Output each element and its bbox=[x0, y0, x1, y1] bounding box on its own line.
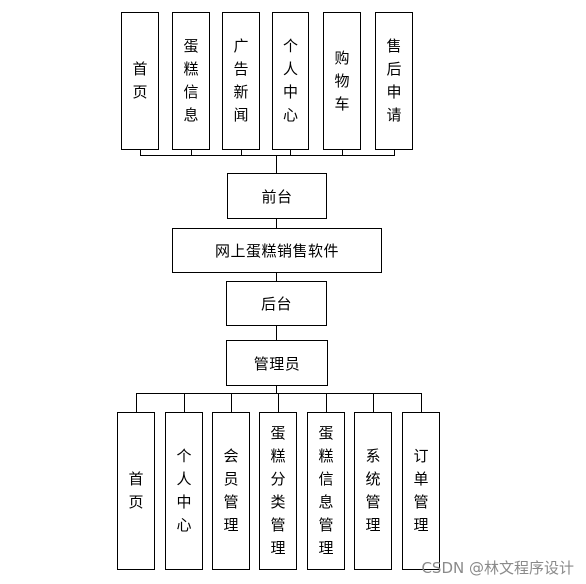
connector-line bbox=[394, 150, 395, 156]
front-module-label: 购物车 bbox=[334, 48, 350, 113]
connector-line bbox=[136, 393, 137, 413]
admin-label: 管理员 bbox=[253, 354, 301, 373]
admin-module-label: 蛋糕分类管理 bbox=[270, 424, 286, 557]
connector-line bbox=[276, 326, 277, 340]
front-end-label: 前台 bbox=[261, 187, 293, 206]
admin-module-label: 会员管理 bbox=[223, 447, 239, 534]
admin-module-member-management: 会员管理 bbox=[212, 412, 250, 570]
admin-module-system-management: 系统管理 bbox=[354, 412, 392, 570]
connector-line bbox=[421, 393, 422, 413]
connector-line bbox=[231, 393, 232, 413]
front-module-after-sales: 售后申请 bbox=[375, 12, 413, 150]
admin-module-order-management: 订单管理 bbox=[402, 412, 440, 570]
connector-line bbox=[140, 155, 395, 156]
connector-line bbox=[191, 150, 192, 156]
connector-line bbox=[290, 150, 291, 156]
connector-line bbox=[136, 393, 422, 394]
front-module-label: 个人中心 bbox=[283, 37, 299, 124]
connector-line bbox=[140, 150, 141, 156]
front-end-box: 前台 bbox=[227, 173, 327, 219]
connector-line bbox=[278, 393, 279, 413]
admin-module-label: 首页 bbox=[128, 470, 144, 511]
front-module-personal-center: 个人中心 bbox=[272, 12, 309, 150]
back-end-box: 后台 bbox=[226, 281, 327, 326]
admin-module-label: 系统管理 bbox=[365, 447, 381, 534]
connector-line bbox=[276, 273, 277, 281]
admin-module-cake-info-management: 蛋糕信息管理 bbox=[307, 412, 345, 570]
connector-line bbox=[373, 393, 374, 413]
connector-line bbox=[326, 393, 327, 413]
connector-line bbox=[276, 386, 277, 394]
back-end-label: 后台 bbox=[260, 295, 292, 313]
admin-module-home: 首页 bbox=[117, 412, 155, 570]
watermark-text: CSDN @林文程序设计 bbox=[421, 559, 574, 577]
connector-line bbox=[241, 150, 242, 156]
connector-line bbox=[184, 393, 185, 413]
system-name: 网上蛋糕销售软件 bbox=[214, 242, 339, 260]
front-module-label: 广告新闻 bbox=[233, 37, 249, 124]
front-module-home: 首页 bbox=[121, 12, 159, 150]
front-module-label: 蛋糕信息 bbox=[183, 37, 199, 124]
front-module-label: 售后申请 bbox=[386, 37, 402, 124]
connector-line bbox=[342, 150, 343, 156]
admin-module-personal-center: 个人中心 bbox=[165, 412, 203, 570]
front-module-cart: 购物车 bbox=[323, 12, 361, 150]
connector-line bbox=[276, 219, 277, 228]
admin-module-label: 订单管理 bbox=[413, 447, 429, 534]
connector-line bbox=[276, 155, 277, 174]
system-box: 网上蛋糕销售软件 bbox=[172, 228, 382, 273]
front-module-cake-info: 蛋糕信息 bbox=[172, 12, 210, 150]
admin-module-cake-category-management: 蛋糕分类管理 bbox=[259, 412, 297, 570]
admin-box: 管理员 bbox=[226, 340, 328, 386]
admin-module-label: 个人中心 bbox=[176, 447, 192, 534]
admin-module-label: 蛋糕信息管理 bbox=[318, 424, 334, 557]
front-module-label: 首页 bbox=[132, 60, 148, 101]
front-module-ad-news: 广告新闻 bbox=[222, 12, 260, 150]
